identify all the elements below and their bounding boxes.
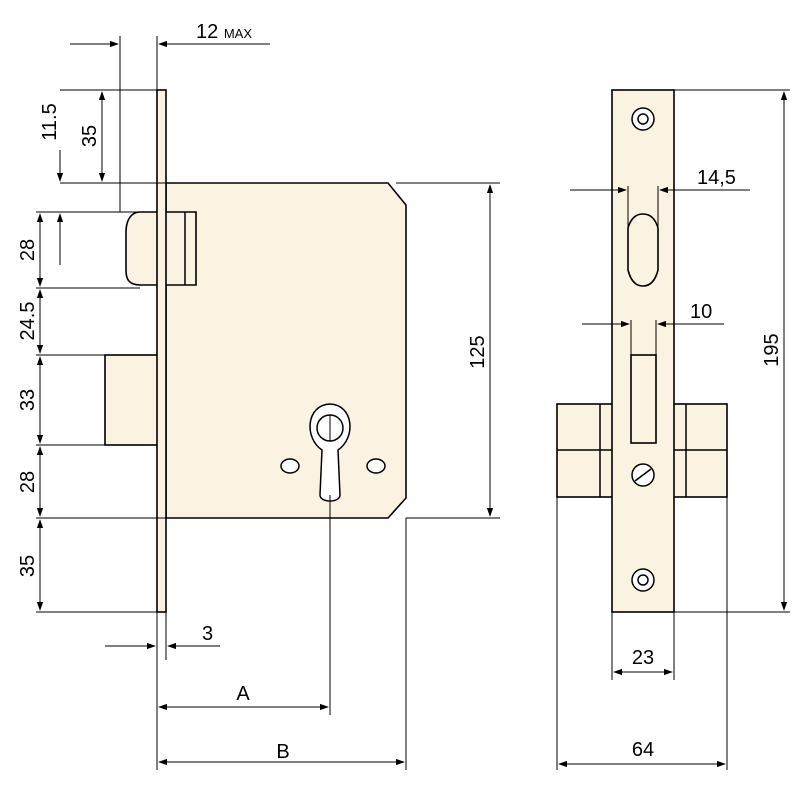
side-dimension-lines [558,91,788,768]
dim-28-lower: 28 [17,471,39,493]
side-latch [627,213,659,287]
dim-10: 10 [690,301,712,323]
dim-195: 195 [761,333,783,366]
dead-bolt [104,354,166,446]
side-faceplate [611,89,675,613]
side-screw-top [631,107,655,131]
dim-24-5: 24.5 [17,302,39,341]
dim-a: A [236,683,250,705]
front-extension-lines [36,36,500,770]
dim-35-top: 35 [79,125,101,147]
dim-b: B [276,741,289,763]
dim-23: 23 [632,647,654,669]
faceplate [156,89,167,613]
side-view: 14,5 10 195 23 64 [556,89,790,770]
screw-hole-right [366,458,386,474]
dim-28-latch: 28 [17,239,39,261]
dim-11-5: 11.5 [39,103,61,140]
side-bolt-slot [630,354,657,444]
front-dimension-lines [36,40,494,766]
dim-125: 125 [467,335,489,368]
dim-12-max: 12 MAX [196,21,252,43]
dim-14-5: 14,5 [697,167,736,189]
screw-hole-left [280,458,300,474]
front-view: 12 MAX 11.5 35 28 24.5 33 28 35 125 3 A … [17,21,500,770]
dim-64: 64 [632,739,654,761]
side-extension-lines [556,89,790,770]
dim-3: 3 [202,623,213,645]
side-screw-bottom [631,568,655,592]
dim-35-bottom: 35 [17,555,39,577]
dim-33: 33 [17,389,39,411]
